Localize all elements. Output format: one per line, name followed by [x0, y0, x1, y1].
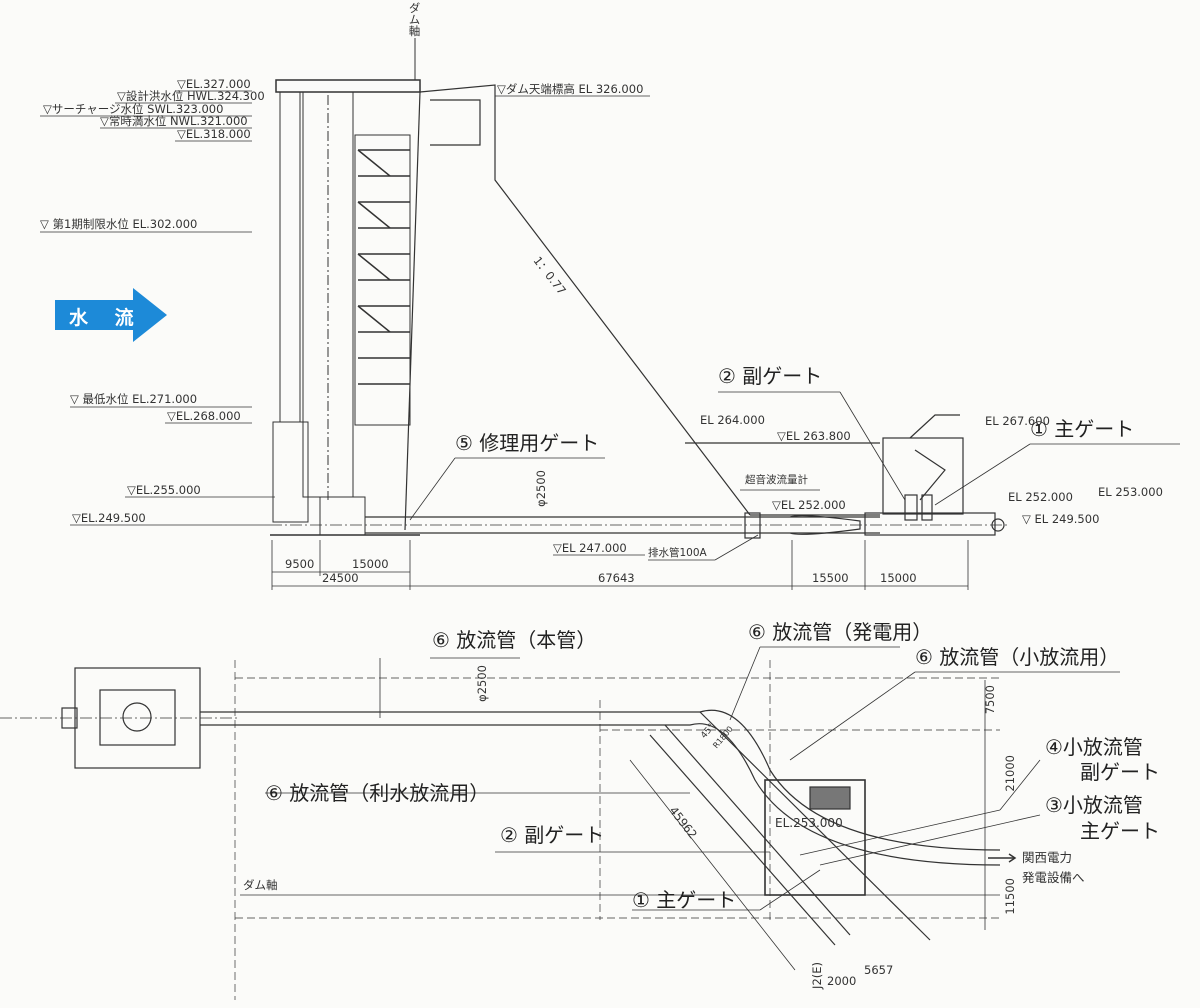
small-pipe-callout: ⑥ 放流管（小放流用） [915, 645, 1120, 669]
level-lowest: ▽ 最低水位 EL.271.000 [70, 392, 198, 406]
dim-7500: 7500 [983, 685, 997, 715]
main-gate-callout: ① 主ゲート [1030, 417, 1135, 441]
level-el318: ▽EL.318.000 [177, 127, 251, 141]
level-el255: ▽EL.255.000 [127, 483, 201, 497]
dim-24500: 24500 [322, 571, 359, 585]
kansai-label-1: 関西電力 [1022, 850, 1073, 865]
dim-15500: 15500 [812, 571, 849, 585]
level-el268: ▽EL.268.000 [167, 409, 241, 423]
level-el252-pipe: ▽EL 252.000 [772, 498, 846, 512]
small-main-gate-callout-1: ③小放流管 [1045, 793, 1143, 817]
level-el267: EL 267.600 [985, 414, 1050, 428]
power-pipe-callout: ⑥ 放流管（発電用） [748, 620, 933, 644]
plan-pipes [200, 709, 1001, 946]
flow-label: 水 流 [69, 307, 144, 329]
plan-intake [0, 667, 240, 769]
dim-9500: 9500 [285, 557, 315, 571]
dimension-lines [271, 540, 969, 590]
dim-15000-b: 15000 [880, 571, 917, 585]
dam-axis-label: ダム軸 [407, 2, 422, 37]
plan-sub-gate-callout: ② 副ゲート [500, 823, 605, 847]
small-sub-gate-callout-2: 副ゲート [1080, 760, 1160, 784]
water-flow-arrow: 水 流 [55, 288, 167, 342]
dim-2000: 2000 [827, 974, 857, 988]
plan-pipe-diameter: φ2500 [475, 665, 489, 702]
plan-leaders [240, 646, 1120, 971]
main-pipe-callout: ⑥ 放流管（本管） [432, 628, 597, 652]
level-el327: ▽EL.327.000 [177, 77, 251, 91]
arrow-right-icon [55, 288, 167, 342]
dim-5657: 5657 [864, 963, 894, 977]
small-main-gate-callout-2: 主ゲート [1080, 819, 1160, 843]
kansai-label-2: 発電設備へ [1022, 870, 1085, 885]
level-el249-right: ▽ EL 249.500 [1022, 512, 1100, 526]
pipe-diameter-label: φ2500 [534, 470, 548, 507]
level-el249-left: ▽EL.249.500 [72, 511, 146, 525]
dam-body [404, 84, 880, 531]
level-el247: ▽EL 247.000 [553, 541, 627, 555]
plan-main-gate-callout: ① 主ゲート [632, 888, 737, 912]
level-el253-right: EL 253.000 [1098, 485, 1163, 499]
repair-gate-callout: ⑤ 修理用ゲート [455, 431, 600, 455]
water-use-pipe-callout: ⑥ 放流管（利水放流用） [265, 781, 490, 805]
level-swl: ▽サーチャージ水位 SWL.323.000 [43, 102, 224, 116]
dim-15000-a: 15000 [352, 557, 389, 571]
level-first-limit: ▽ 第1期制限水位 EL.302.000 [40, 217, 198, 231]
sub-gate-callout: ② 副ゲート [718, 364, 823, 388]
dim-21000: 21000 [1003, 755, 1017, 792]
section-pipe [270, 512, 1010, 539]
plan-dam-axis-label: ダム軸 [243, 878, 278, 892]
level-lines [40, 90, 650, 526]
dim-67643: 67643 [598, 571, 635, 585]
small-sub-gate-callout-1: ④小放流管 [1045, 735, 1143, 759]
flowmeter-label: 超音波流量計 [745, 474, 808, 486]
j2-label: J2(E) [810, 962, 824, 989]
drain-pipe-label: 排水管100A [648, 547, 707, 559]
plan-grid [234, 660, 1000, 1000]
level-hwl: ▽設計洪水位 HWL.324.300 [117, 89, 265, 103]
level-nwl: ▽常時満水位 NWL.321.000 [100, 114, 248, 128]
gate-house [882, 414, 964, 521]
intake-tower [270, 79, 421, 536]
level-crest: ▽ダム天端標高 EL 326.000 [497, 82, 644, 96]
leader-lines [409, 391, 1180, 561]
level-el263: ▽EL 263.800 [777, 429, 851, 443]
level-el264: EL 264.000 [700, 413, 765, 427]
kansai-arrow [988, 853, 1017, 863]
level-el252-right: EL 252.000 [1008, 490, 1073, 504]
plan-el253: EL.253.000 [775, 816, 843, 830]
dim-11500: 11500 [1003, 878, 1017, 915]
